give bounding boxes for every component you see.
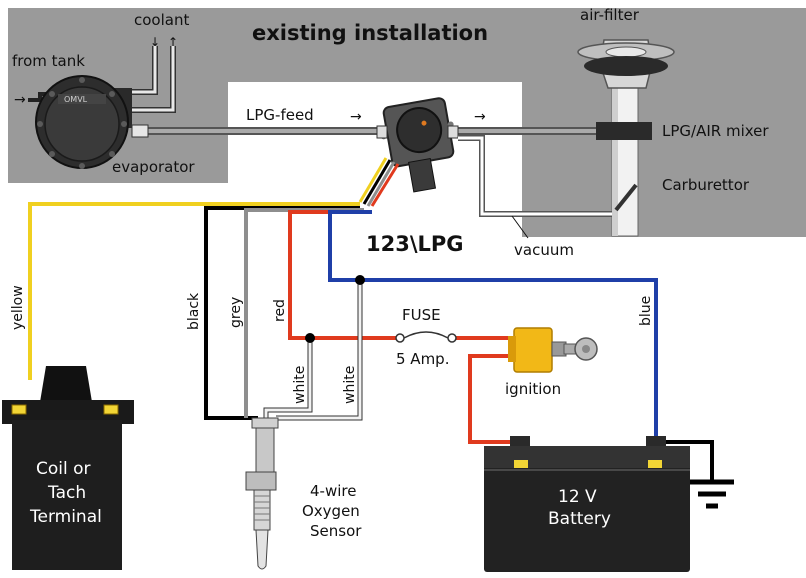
wire-label-white-2: white [342, 366, 358, 404]
feed-arrow-1: → [350, 109, 362, 125]
carburettor [611, 85, 639, 237]
ignition-label: ignition [505, 380, 561, 398]
wire-label-grey: grey [228, 297, 244, 328]
valve-outlet [447, 125, 459, 139]
lpg-feed-pipe [131, 124, 609, 138]
lpg-valve-unit [380, 97, 455, 193]
coolant-out-arrow: ↑ [168, 35, 178, 49]
valve-inlet [376, 125, 388, 139]
coil-label-line2: Tach [47, 483, 86, 503]
lpg-feed-label: LPG-feed [246, 106, 314, 124]
sensor-label-line1: 4-wire [310, 482, 356, 500]
air-filter-label: air-filter [580, 6, 640, 24]
battery [484, 436, 690, 572]
wire-red [288, 210, 398, 340]
lpg-air-mixer-label: LPG/AIR mixer [662, 122, 769, 140]
wire-blue [328, 210, 658, 442]
battery-label: Battery [548, 509, 611, 529]
wire-label-black: black [186, 292, 202, 330]
lpg-air-mixer [596, 122, 652, 140]
vacuum-label: vacuum [514, 241, 574, 259]
wire-red-battery [468, 354, 520, 444]
coil-label-line1: Coil or [36, 459, 91, 479]
fuse-label: FUSE [402, 306, 441, 324]
evaporator-badge: OMVL [64, 95, 88, 104]
coolant-label: coolant [134, 11, 189, 29]
evaporator [35, 75, 132, 169]
vacuum-pointer [511, 215, 529, 239]
ignition-key-icon [563, 337, 598, 361]
wire-label-yellow: yellow [10, 285, 26, 330]
junction-blue [355, 275, 365, 285]
evaporator-label: evaporator [112, 158, 195, 176]
air-filter [577, 39, 675, 89]
battery-voltage-label: 12 V [558, 487, 597, 507]
coolant-pipes: ↓ ↑ [128, 35, 178, 113]
carburettor-label: Carburettor [662, 176, 750, 194]
fuse-rating-label: 5 Amp. [396, 350, 449, 368]
wire-yellow [28, 202, 360, 380]
wire-label-blue: blue [638, 296, 654, 326]
ignition-coil [2, 366, 134, 570]
wire-harness-bundle [358, 157, 400, 207]
coil-label-line3: Terminal [29, 507, 102, 527]
panel-title: existing installation [252, 21, 488, 45]
wire-label-red: red [272, 299, 288, 322]
oxygen-sensor [245, 417, 279, 570]
junction-red [305, 333, 315, 343]
sensor-label-line3: Sensor [310, 522, 362, 540]
brand-label: 123\LPG [366, 232, 464, 256]
fuse [395, 331, 457, 343]
coolant-in-arrow: ↓ [150, 35, 160, 49]
wire-white-1 [264, 338, 312, 420]
vacuum-line-core [458, 136, 612, 216]
wire-label-white-1: white [292, 366, 308, 404]
feed-arrow-2: → [474, 109, 486, 125]
wire-white-2 [276, 280, 362, 420]
ground-icon [666, 440, 734, 509]
from-tank-arrow: → [14, 92, 26, 108]
ignition-switch [508, 327, 567, 373]
from-tank-label: from tank [12, 52, 85, 70]
sensor-label-line2: Oxygen [302, 502, 360, 520]
